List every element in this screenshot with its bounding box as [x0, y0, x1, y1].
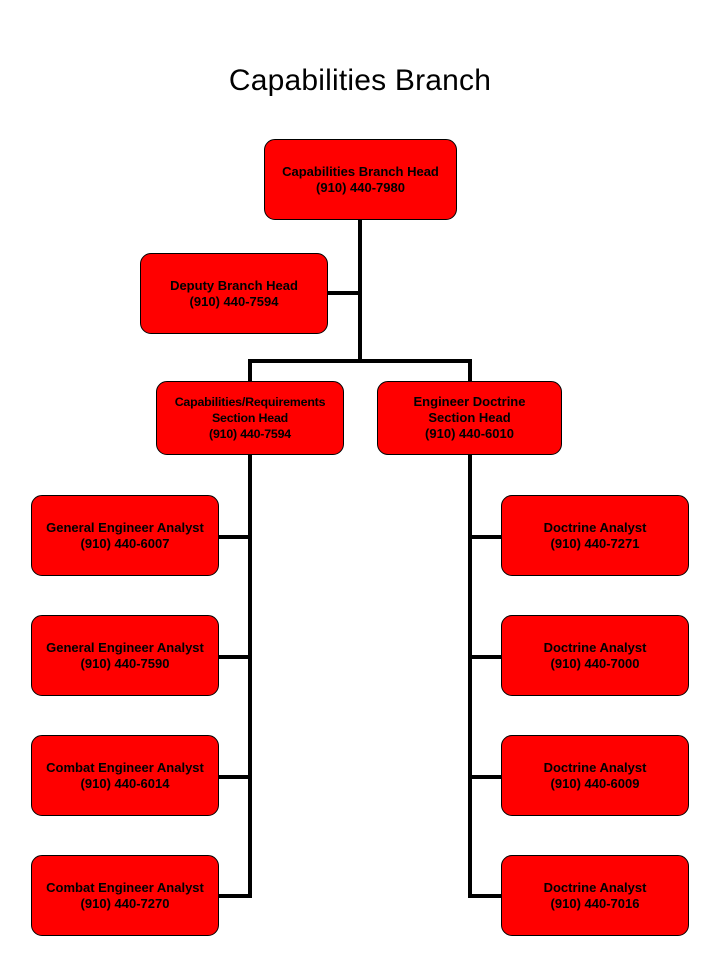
- node-capabilities-staff[interactable]: General Engineer Analyst (910) 440-6007: [31, 495, 219, 576]
- node-phone: (910) 440-7594: [189, 293, 279, 309]
- node-doctrine-staff[interactable]: Doctrine Analyst (910) 440-7016: [501, 855, 689, 936]
- node-role: Capabilities Branch Head: [282, 163, 439, 179]
- node-role-line-2: Section Head: [211, 411, 289, 425]
- connector-capabilities-spine: [248, 453, 252, 898]
- connector-deputy-stub: [326, 291, 360, 295]
- node-role: Deputy Branch Head: [170, 277, 298, 293]
- node-role: Doctrine Analyst: [543, 519, 647, 535]
- node-role: General Engineer Analyst: [46, 519, 204, 535]
- node-engineer-doctrine-section-head[interactable]: Engineer Doctrine Section Head (910) 440…: [377, 381, 562, 455]
- node-doctrine-staff[interactable]: Doctrine Analyst (910) 440-7000: [501, 615, 689, 696]
- connector-doctrine-staff-stub: [468, 775, 502, 779]
- node-capabilities-staff[interactable]: Combat Engineer Analyst (910) 440-7270: [31, 855, 219, 936]
- node-phone: (910) 440-7016: [550, 895, 640, 911]
- node-role: General Engineer Analyst: [46, 639, 204, 655]
- node-capabilities-branch-head[interactable]: Capabilities Branch Head (910) 440-7980: [264, 139, 457, 220]
- node-phone: (910) 440-7000: [550, 655, 640, 671]
- connector-doctrine-spine: [468, 453, 472, 898]
- node-role: Combat Engineer Analyst: [46, 879, 204, 895]
- connector-doctrine-drop: [468, 359, 472, 383]
- node-role: Doctrine Analyst: [543, 759, 647, 775]
- node-phone: (910) 440-7594: [209, 427, 291, 441]
- connector-capabilities-staff-stub: [218, 775, 252, 779]
- node-phone: (910) 440-7270: [80, 895, 170, 911]
- node-phone: (910) 440-6007: [80, 535, 170, 551]
- node-phone: (910) 440-6009: [550, 775, 640, 791]
- node-role: Doctrine Analyst: [543, 639, 647, 655]
- connector-capabilities-drop: [248, 359, 252, 383]
- connector-branch-head-trunk: [358, 219, 362, 363]
- node-phone: (910) 440-6014: [80, 775, 170, 791]
- node-doctrine-staff[interactable]: Doctrine Analyst (910) 440-6009: [501, 735, 689, 816]
- node-phone: (910) 440-7590: [80, 655, 170, 671]
- node-capabilities-section-head[interactable]: Capabilities/Requirements Section Head (…: [156, 381, 344, 455]
- connector-doctrine-staff-stub: [468, 535, 502, 539]
- node-phone: (910) 440-6010: [425, 426, 514, 441]
- connector-section-bus: [248, 359, 472, 363]
- node-capabilities-staff[interactable]: General Engineer Analyst (910) 440-7590: [31, 615, 219, 696]
- node-role: Doctrine Analyst: [543, 879, 647, 895]
- node-doctrine-staff[interactable]: Doctrine Analyst (910) 440-7271: [501, 495, 689, 576]
- node-phone: (910) 440-7271: [550, 535, 640, 551]
- connector-capabilities-staff-stub: [218, 655, 252, 659]
- connector-doctrine-staff-stub: [468, 894, 502, 898]
- page-title: Capabilities Branch: [228, 64, 492, 97]
- connector-capabilities-staff-stub: [218, 894, 252, 898]
- connector-doctrine-staff-stub: [468, 655, 502, 659]
- connector-capabilities-staff-stub: [218, 535, 252, 539]
- node-role: Combat Engineer Analyst: [46, 759, 204, 775]
- node-role-line-2: Section Head: [428, 410, 511, 425]
- node-deputy-branch-head[interactable]: Deputy Branch Head (910) 440-7594: [140, 253, 328, 334]
- node-capabilities-staff[interactable]: Combat Engineer Analyst (910) 440-6014: [31, 735, 219, 816]
- node-phone: (910) 440-7980: [316, 179, 405, 195]
- node-role-line-1: Capabilities/Requirements: [174, 395, 326, 409]
- node-role-line-1: Engineer Doctrine: [413, 394, 526, 409]
